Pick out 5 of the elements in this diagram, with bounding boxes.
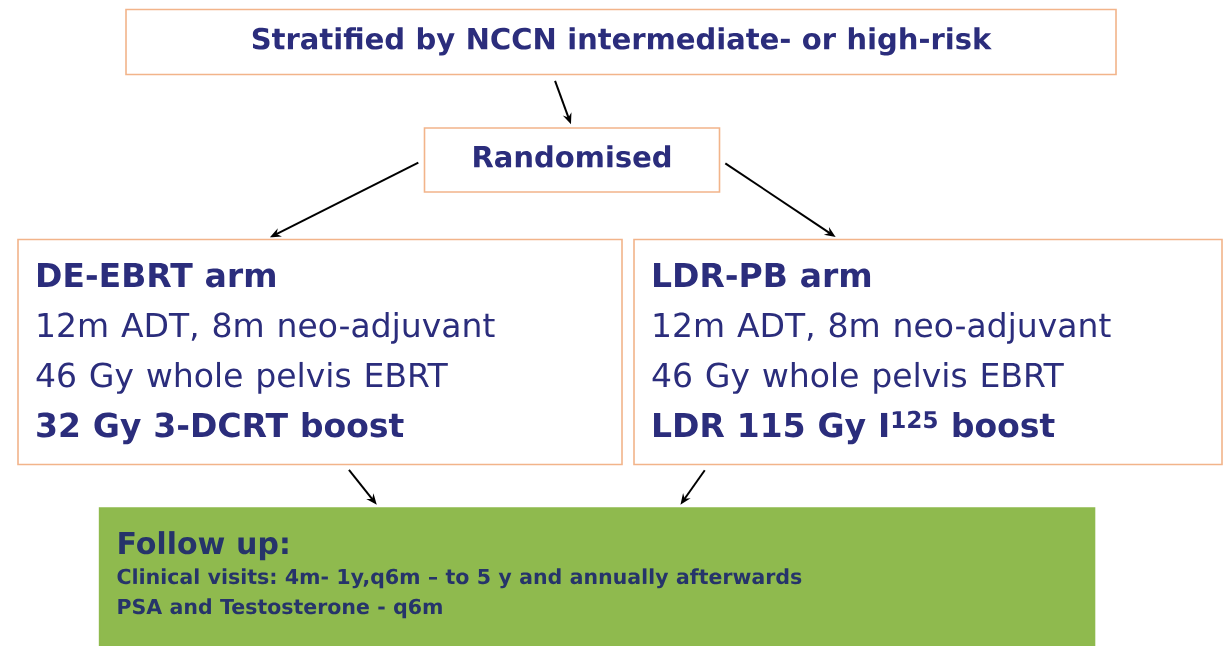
process-box: Randomised	[423, 127, 721, 193]
follow-up-box: Follow up: Clinical visits: 4m- 1y,q6m – to 5 y and annually afterwards PSA and Testosterone - q6m	[98, 507, 1096, 646]
process-box: Stratified by NCCN intermediate- or high-risk	[125, 8, 1117, 76]
arm-box: LDR-PB arm 12m ADT, 8m neo-adjuvant 46 Gy whole pelvis EBRT LDR 115 Gy I$^{125}$ boost	[633, 238, 1223, 466]
arm-box: DE-EBRT arm 12m ADT, 8m neo-adjuvant 46 Gy whole pelvis EBRT 32 Gy 3-DCRT boost	[17, 238, 623, 466]
